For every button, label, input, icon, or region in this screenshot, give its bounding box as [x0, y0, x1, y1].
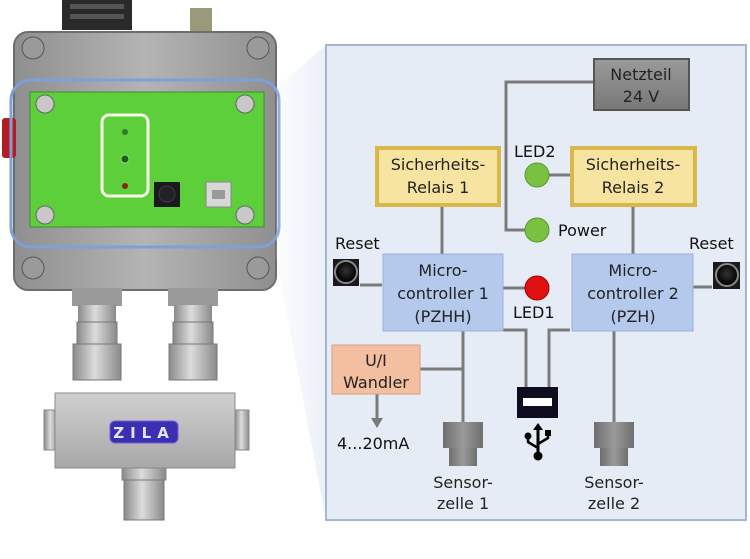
safety-relay-1-label-2: Relais 1 — [407, 178, 470, 197]
reset-right-label: Reset — [689, 234, 734, 253]
side-button — [2, 118, 16, 158]
fitting-right — [168, 288, 218, 381]
sensor-cell-1-label-1: Sensor- — [433, 473, 493, 492]
pcb-led1 — [122, 183, 128, 189]
block-diagram: Netzteil 24 V Sicherheits- Relais 1 Sich… — [325, 44, 747, 521]
microcontroller-2-box — [571, 253, 694, 332]
led1-label: LED1 — [513, 303, 555, 322]
wire-usb-left — [503, 328, 528, 388]
pcb-screw — [35, 94, 55, 114]
sensor-cell-2-bottom — [600, 448, 628, 466]
microcontroller-1-box — [382, 253, 504, 332]
connector-ridge — [70, 4, 124, 9]
microcontroller-2-label-1: Micro- — [608, 261, 657, 280]
safety-relay-1-box — [375, 146, 501, 207]
device-illustration: ZILA — [2, 0, 281, 521]
led1-indicator — [524, 275, 550, 301]
block-port-right — [234, 409, 250, 451]
top-connector-right — [190, 8, 212, 34]
fitting-hex — [168, 343, 218, 381]
sensor-cell-1-bottom — [449, 448, 477, 466]
led2-label: LED2 — [514, 142, 556, 161]
led2-indicator — [524, 162, 550, 188]
safety-relay-2-label-1: Sicherheits- — [586, 155, 681, 174]
usb-icon-arrow — [533, 423, 543, 430]
wire-usb-right — [547, 328, 570, 388]
usb-port-slot — [212, 190, 225, 199]
power-led-indicator — [524, 217, 550, 243]
housing-screw — [21, 36, 45, 60]
button-cap — [158, 185, 176, 203]
pcb-power-led — [120, 154, 130, 164]
power-supply-label-2: 24 V — [623, 87, 659, 106]
zoom-projection — [276, 45, 326, 520]
microcontroller-2-label-3: (PZH) — [610, 307, 655, 326]
connector-ridge — [70, 14, 124, 19]
ui-converter-box — [331, 344, 421, 395]
usb-icon — [524, 423, 551, 461]
fitting-hex — [76, 321, 118, 345]
fitting-nut — [168, 288, 218, 306]
pcb-screw — [35, 205, 55, 225]
arrow-down-icon — [371, 418, 383, 428]
pcb-led2 — [122, 129, 128, 135]
housing-screw — [246, 256, 270, 280]
sensor-cell-2-label-1: Sensor- — [584, 473, 644, 492]
microcontroller-1-label-1: Micro- — [418, 261, 467, 280]
ui-converter-label-2: Wandler — [343, 373, 409, 392]
sensor-cell-1-top — [443, 422, 483, 448]
fitting-nut — [72, 288, 122, 306]
power-supply-box — [593, 58, 690, 111]
current-output-label: 4...20mA — [337, 434, 409, 453]
usb-icon-square — [545, 430, 551, 436]
zila-logo-text: ZILA — [113, 424, 175, 442]
pcb-screw — [235, 205, 255, 225]
power-supply-label-1: Netzteil — [610, 65, 672, 84]
pcb-screw — [235, 94, 255, 114]
fitting-body — [78, 305, 116, 323]
zila-logo-badge — [109, 420, 179, 444]
bottom-fitting-neck — [121, 467, 167, 481]
sensor-cell-2-label-2: zelle 2 — [588, 494, 640, 513]
housing-screw — [246, 36, 270, 60]
fitting-left — [72, 288, 122, 381]
led-highlight — [100, 113, 150, 198]
usb-icon-dot — [524, 432, 532, 440]
power-led-label: Power — [558, 221, 607, 240]
safety-relay-2-box — [570, 146, 697, 207]
housing-screw — [21, 256, 45, 280]
fitting-hex — [72, 343, 122, 381]
reset-left-label: Reset — [335, 234, 380, 253]
wire-power — [504, 80, 594, 232]
microcontroller-1-label-2: controller 1 — [397, 284, 489, 303]
fitting-body — [174, 305, 212, 323]
reset-right-button-cap — [715, 263, 739, 287]
ui-converter-label-1: U/I — [365, 351, 387, 370]
bottom-fitting-hex — [123, 479, 165, 521]
safety-relay-2-label-2: Relais 2 — [602, 178, 665, 197]
safety-relay-1-label-1: Sicherheits- — [391, 155, 486, 174]
microcontroller-1-label-3: (PZHH) — [414, 307, 471, 326]
usb-connector-slot — [523, 398, 552, 406]
sensor-cell-1-label-2: zelle 1 — [437, 494, 489, 513]
microcontroller-2-label-2: controller 2 — [587, 284, 679, 303]
reset-left-button-cap — [334, 260, 358, 284]
fitting-hex — [172, 321, 214, 345]
usb-icon-base — [533, 451, 543, 461]
sensor-cell-2-top — [594, 422, 634, 448]
